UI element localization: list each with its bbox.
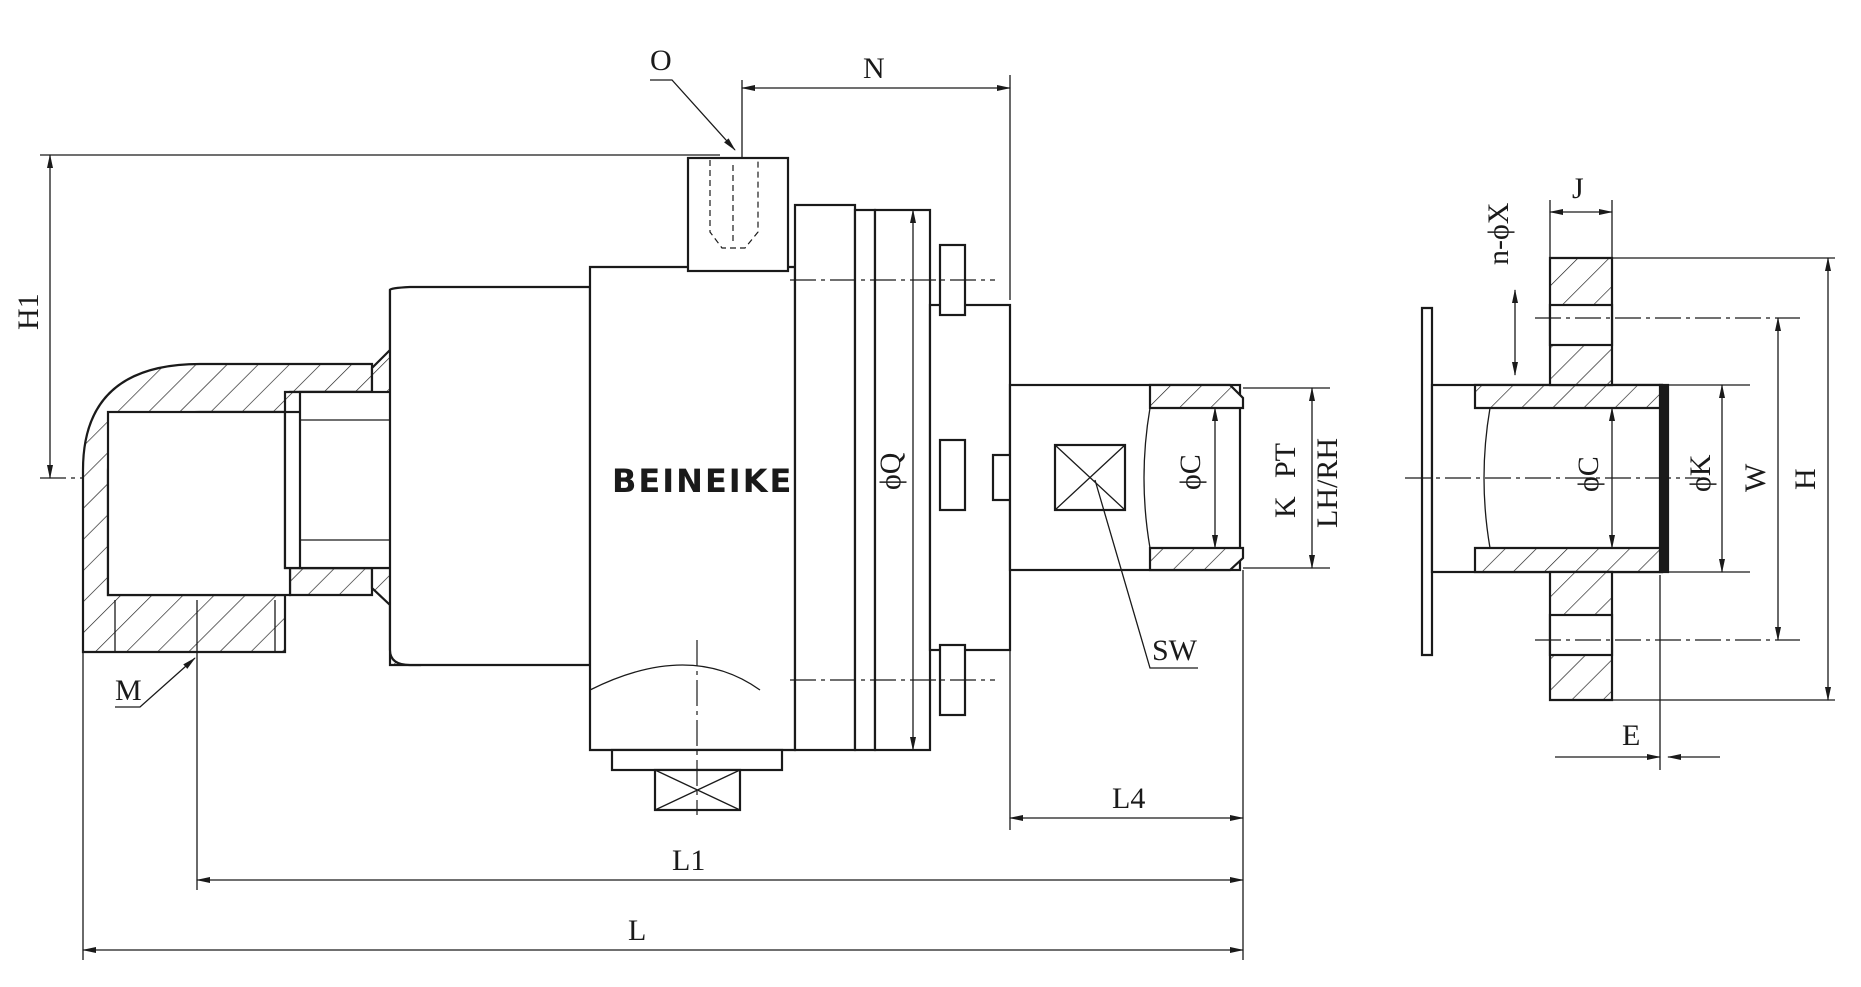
dim-l1-label: L1 [672, 844, 705, 877]
dim-j-label: J [1572, 172, 1584, 205]
dim-pt-label: PT [1269, 443, 1302, 478]
dim-c-flange-label: ϕC [1572, 456, 1605, 492]
main-housing [388, 156, 797, 815]
dim-m-label: M [115, 674, 142, 707]
dim-w-label: W [1739, 463, 1772, 492]
dim-o-label: O [650, 44, 672, 77]
dim-q-label: ϕQ [874, 452, 907, 490]
dim-nx-label: n-ϕX [1482, 202, 1515, 265]
brand-label: BEINEIKE [612, 462, 793, 500]
dim-lhrh-label: LH/RH [1311, 438, 1344, 528]
flange-assembly [790, 203, 1020, 752]
dim-l4-label: L4 [1112, 782, 1145, 815]
dim-sw-label: SW [1152, 634, 1198, 667]
dim-l-label: L [628, 914, 646, 947]
dim-h-label: H [1789, 468, 1822, 490]
dimension-lines [40, 75, 1835, 960]
shaft [1008, 383, 1245, 572]
dim-k-flange-label: ϕK [1684, 454, 1717, 492]
elbow-fitting [81, 362, 374, 654]
flange-detail-view [1405, 256, 1800, 702]
dim-n-label: N [863, 52, 885, 85]
dim-h1-label: H1 [12, 293, 45, 330]
dim-c-main-label: ϕC [1174, 454, 1207, 490]
dim-k-label: K [1269, 496, 1302, 518]
dim-e-label: E [1622, 719, 1640, 752]
